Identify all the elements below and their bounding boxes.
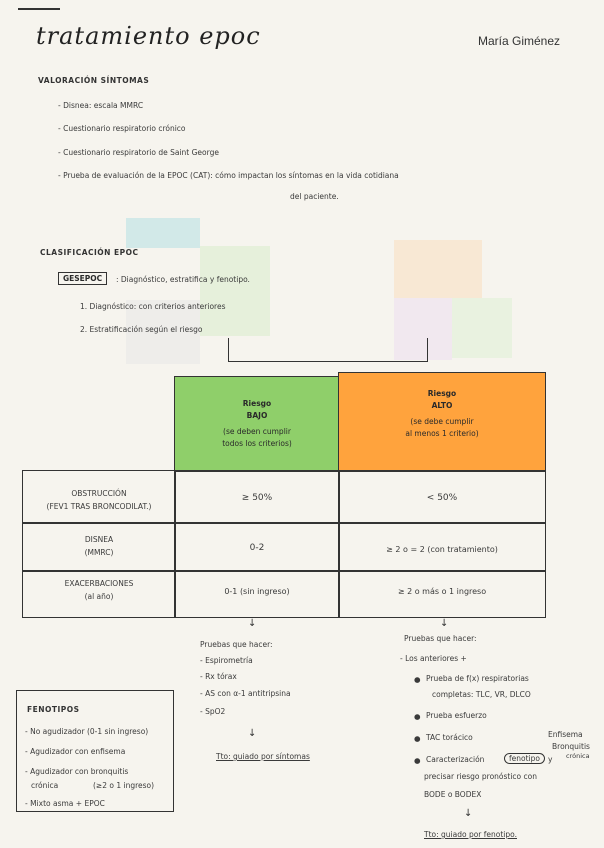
valoracion-item: - Prueba de evaluación de la EPOC (CAT):… — [58, 171, 399, 180]
valoracion-heading: VALORACIÓN SÍNTOMAS — [38, 76, 150, 85]
sticky-note-green — [200, 246, 270, 336]
high-tests-item: Caracterización — [426, 755, 485, 764]
high-tests-item: precisar riesgo pronóstico con — [424, 772, 537, 781]
fenotipo-item: - Agudizador con bronquitis — [25, 767, 129, 776]
row-sublabel: (FEV1 TRAS BRONCODILAT.) — [46, 502, 152, 511]
fenotipo-circled: fenotipo — [504, 753, 545, 764]
high-risk-note: al menos 1 criterio) — [405, 429, 479, 438]
bullet-icon: ● — [414, 712, 421, 721]
valoracion-item: - Disnea: escala MMRC — [58, 101, 144, 110]
high-risk-level: ALTO — [431, 401, 453, 410]
table-cell-low: ≥ 50% — [174, 470, 340, 524]
bullet-icon: ● — [414, 756, 421, 765]
sticky-note-mint — [452, 298, 512, 358]
row-label: EXACERBACIONES — [64, 579, 134, 588]
low-tests-item: - SpO2 — [200, 707, 226, 716]
table-row-label: OBSTRUCCIÓN (FEV1 TRAS BRONCODILAT.) — [22, 470, 176, 524]
row-sublabel: (al año) — [84, 592, 114, 601]
cell-value: 0-2 — [249, 543, 265, 553]
gesepoc-text: : Diagnóstico, estratifica y fenotipo. — [116, 275, 250, 284]
table-cell-low: 0-1 (sin ingreso) — [174, 570, 340, 618]
bullet-icon: ● — [414, 675, 421, 684]
high-tests-sub: - Los anteriores + — [400, 654, 467, 663]
high-risk-title: Riesgo — [427, 389, 457, 398]
low-risk-note: todos los criterios) — [222, 439, 292, 448]
fenotipo-item: - No agudizador (0-1 sin ingreso) — [25, 727, 149, 736]
low-tests-item: - Espirometría — [200, 656, 253, 665]
sticky-note-peach — [394, 240, 482, 298]
high-tests-item: Prueba de f(x) respiratorias — [426, 674, 529, 683]
author-name: María Giménez — [478, 34, 561, 48]
low-tests-heading: Pruebas que hacer: — [200, 640, 273, 649]
table-cell-low: 0-2 — [174, 522, 340, 572]
clasificacion-heading: CLASIFICACIÓN EPOC — [40, 248, 139, 257]
table-row-label: EXACERBACIONES (al año) — [22, 570, 176, 618]
valoracion-item: - Cuestionario respiratorio crónico — [58, 124, 186, 133]
low-risk-title: Riesgo — [242, 399, 272, 408]
sticky-note-lilac — [394, 298, 452, 360]
table-cell-high: ≥ 2 o = 2 (con tratamiento) — [338, 522, 546, 572]
connector-right — [427, 338, 429, 362]
high-tests-item: y — [548, 755, 553, 764]
low-tto: Tto: guiado por síntomas — [216, 752, 310, 761]
cell-value: ≥ 2 o más o 1 ingreso — [397, 587, 487, 596]
cell-value: 0-1 (sin ingreso) — [224, 587, 290, 596]
clasificacion-step: 2. Estratificación según el riesgo — [80, 325, 203, 334]
annotation: Enfisema — [548, 730, 583, 739]
fenotipo-item: - Agudizador con enfisema — [25, 747, 126, 756]
top-rule — [18, 8, 60, 10]
high-tests-item: completas: TLC, VR, DLCO — [432, 690, 531, 699]
down-arrow-icon: ↓ — [248, 618, 257, 629]
sticky-note-grey — [126, 300, 200, 364]
low-risk-level: BAJO — [246, 411, 268, 420]
down-arrow-icon: ↓ — [464, 808, 473, 819]
cell-value: ≥ 2 o = 2 (con tratamiento) — [386, 545, 498, 554]
table-cell-high: < 50% — [338, 470, 546, 524]
cell-value: < 50% — [426, 493, 458, 503]
valoracion-item-cont: del paciente. — [290, 192, 339, 201]
fenotipo-item: (≥2 o 1 ingreso) — [93, 781, 155, 790]
sticky-note-teal — [126, 218, 200, 248]
gesepoc-label: GESEPOC — [58, 272, 108, 285]
low-risk-note: (se deben cumplir — [223, 427, 291, 436]
down-arrow-icon: ↓ — [248, 728, 257, 739]
annotation: crónica — [566, 752, 590, 760]
fenotipos-box: FENOTIPOS - No agudizador (0-1 sin ingre… — [16, 690, 174, 812]
high-tests-item: BODE o BODEX — [424, 790, 482, 799]
high-tests-heading: Pruebas que hacer: — [404, 634, 477, 643]
low-tests-item: - Rx tórax — [200, 672, 237, 681]
annotation: Bronquitis — [552, 742, 590, 751]
fenotipo-item: crónica — [31, 781, 59, 790]
clasificacion-step: 1. Diagnóstico: con criterios anteriores — [80, 302, 226, 311]
high-tests-item: Prueba esfuerzo — [426, 711, 487, 720]
bullet-icon: ● — [414, 734, 421, 743]
fenotipo-item: - Mixto asma + EPOC — [25, 799, 105, 808]
page-title: tratamiento epoc — [36, 22, 261, 50]
row-sublabel: (MMRC) — [84, 548, 114, 557]
high-risk-header: Riesgo ALTO (se debe cumplir al menos 1 … — [338, 372, 546, 472]
connector-horizontal — [228, 361, 428, 363]
fenotipos-heading: FENOTIPOS — [27, 705, 80, 714]
connector-vertical — [228, 338, 230, 362]
row-label: OBSTRUCCIÓN — [71, 489, 127, 498]
row-label: DISNEA — [84, 535, 114, 544]
table-cell-high: ≥ 2 o más o 1 ingreso — [338, 570, 546, 618]
high-risk-note: (se debe cumplir — [410, 417, 474, 426]
down-arrow-icon: ↓ — [440, 618, 449, 629]
low-tests-item: - AS con α-1 antitripsina — [200, 689, 291, 698]
high-tests-item: TAC torácico — [426, 733, 473, 742]
cell-value: ≥ 50% — [241, 493, 273, 503]
low-risk-header: Riesgo BAJO (se deben cumplir todos los … — [174, 376, 340, 472]
table-row-label: DISNEA (MMRC) — [22, 522, 176, 572]
valoracion-item: - Cuestionario respiratorio de Saint Geo… — [58, 148, 219, 157]
high-tto: Tto: guiado por fenotipo. — [424, 830, 517, 839]
